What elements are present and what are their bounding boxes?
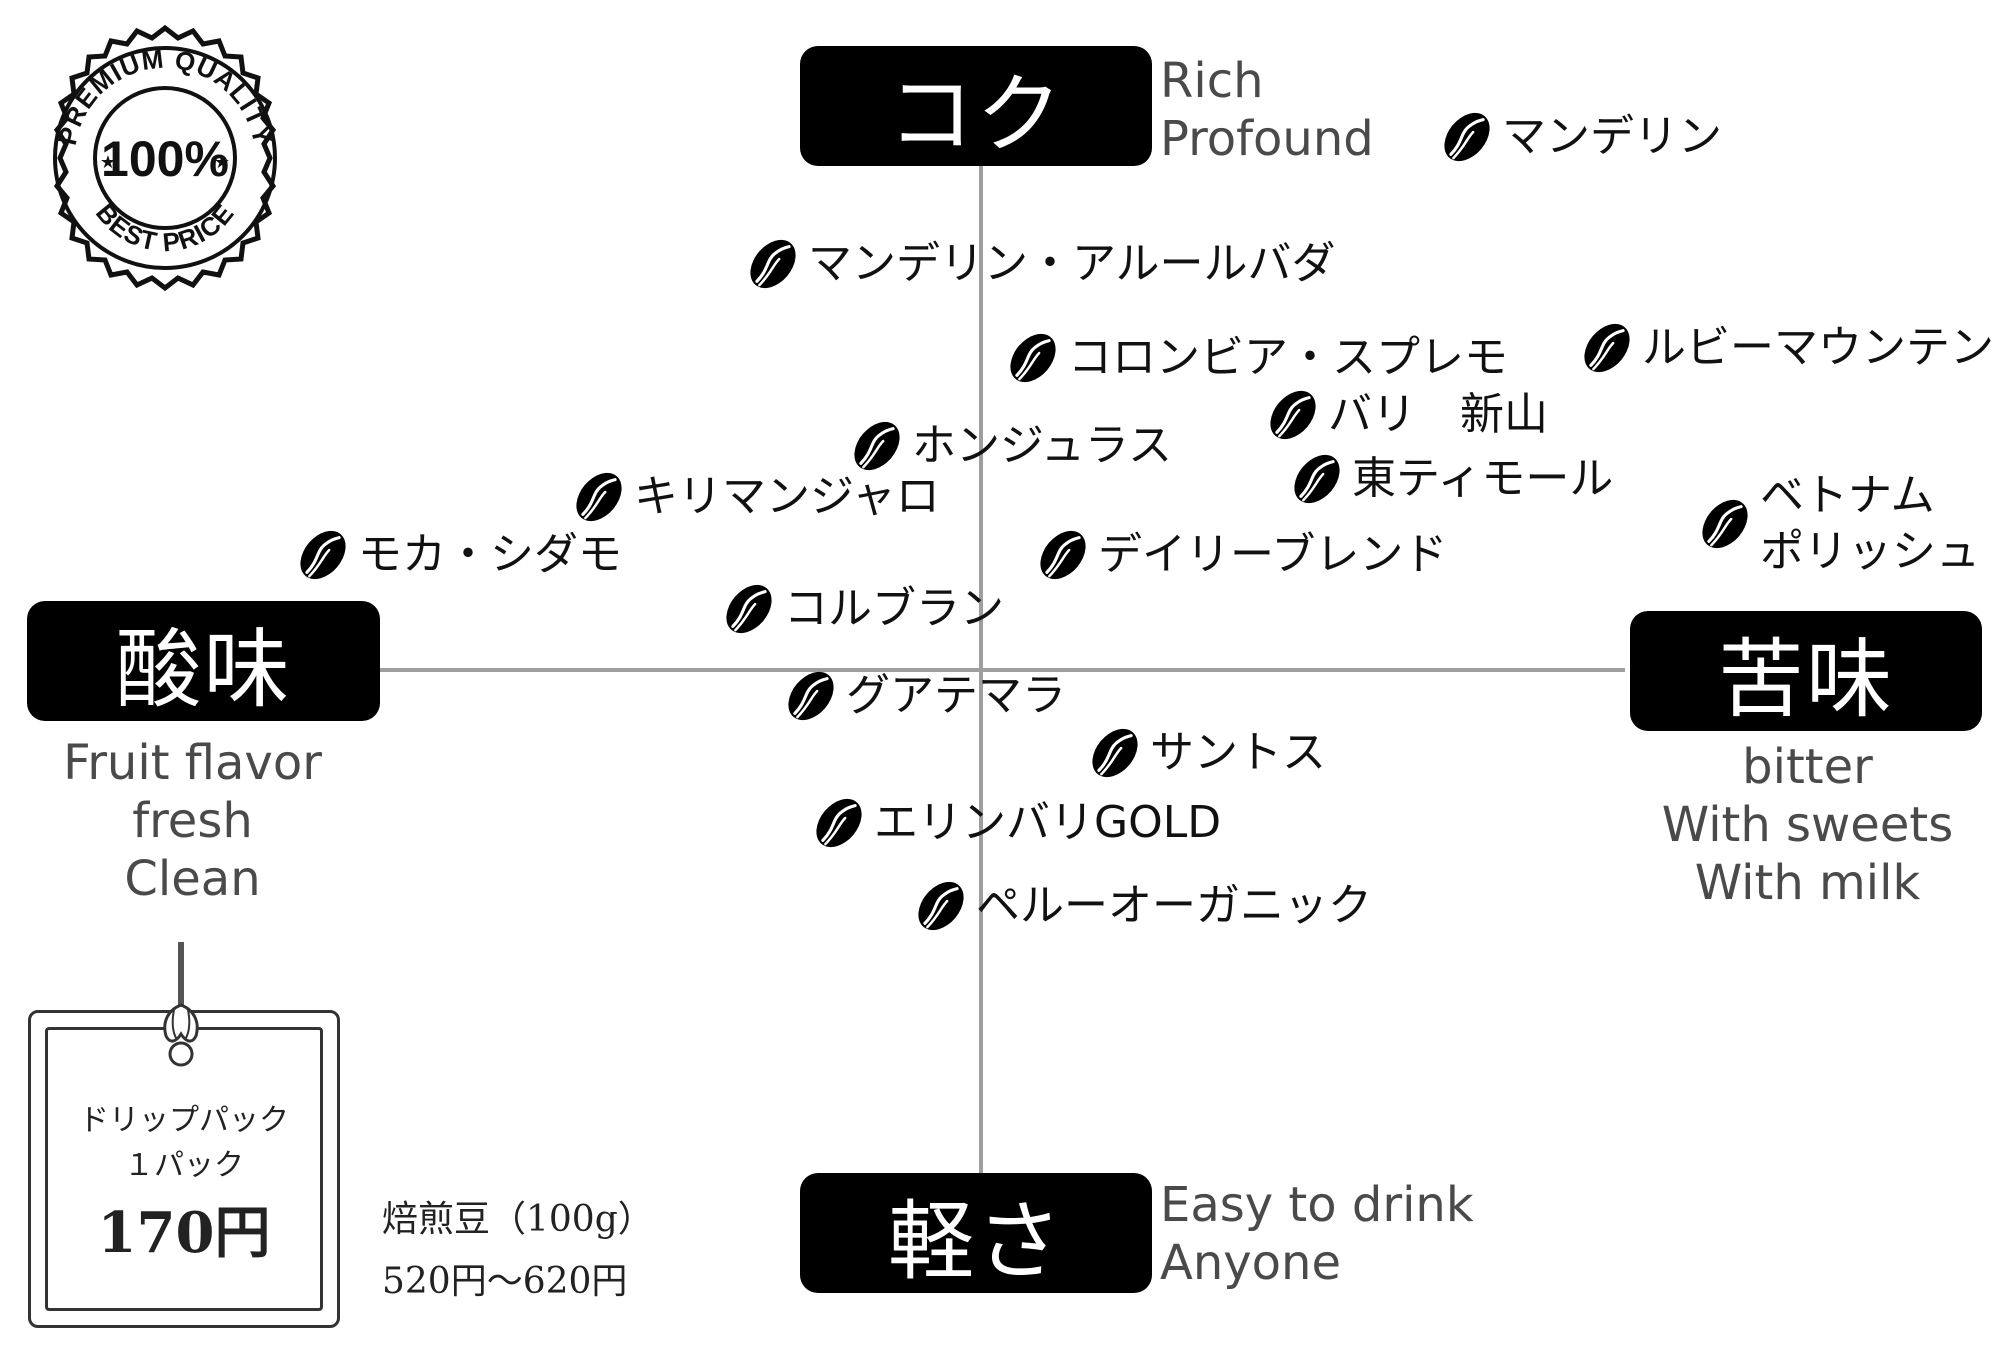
coffee-label: グアテマラ	[846, 670, 1066, 721]
coffee-label: モカ・シダモ	[358, 529, 622, 580]
coffee-bean-icon	[780, 665, 842, 727]
beans-price-label: 焙煎豆（100g）	[382, 1199, 654, 1240]
coffee-item-honduras: ホンジュラス	[846, 415, 1172, 477]
coffee-item-ruby-mountain: ルビーマウンテン	[1576, 317, 1994, 379]
axis-label-right: 苦味	[1630, 611, 1982, 731]
note-right-line-1: bitter	[1742, 739, 1873, 795]
coffee-bean-icon	[1032, 524, 1094, 586]
coffee-label: キリマンジャロ	[634, 471, 940, 522]
coffee-item-santos: サントス	[1084, 722, 1326, 784]
coffee-bean-icon	[910, 875, 972, 937]
svg-text:★: ★	[100, 152, 116, 173]
coffee-item-erinbari-gold: エリンバリGOLD	[808, 792, 1221, 854]
coffee-item-colombia-supremo: コロンビア・スプレモ	[1002, 327, 1508, 389]
coffee-item-mocha-sidamo: モカ・シダモ	[292, 524, 622, 586]
coffee-label: マンデリン・アルールバダ	[808, 238, 1336, 289]
coffee-bean-icon	[1002, 327, 1064, 389]
coffee-item-mandheling: マンデリン	[1436, 106, 1722, 168]
coffee-label: デイリーブレンド	[1098, 529, 1448, 580]
coffee-label: コロンビア・スプレモ	[1068, 332, 1508, 383]
quality-seal-icon: PREMIUM QUALITY BEST PRICE 100% ★ ★	[52, 24, 277, 292]
horizontal-axis	[380, 668, 1625, 672]
tag-line-2: １パック	[124, 1148, 244, 1183]
coffee-bean-icon	[1694, 493, 1756, 555]
coffee-bean-icon	[568, 466, 630, 528]
coffee-bean-icon	[808, 792, 870, 854]
svg-text:BEST PRICE: BEST PRICE	[90, 198, 240, 258]
tag-price: 170円	[97, 1200, 271, 1266]
note-bottom: Easy to drink Anyone	[1160, 1176, 1474, 1292]
coffee-label: エリンバリGOLD	[874, 797, 1222, 848]
seal-bottom-text: BEST PRICE	[90, 198, 239, 258]
note-bottom-line-2: Anyone	[1160, 1235, 1341, 1291]
coffee-label: コルブラン	[784, 583, 1004, 634]
note-top: Rich Profound	[1160, 52, 1374, 168]
note-left: Fruit flavor fresh Clean	[0, 734, 385, 908]
coffee-bean-icon	[742, 233, 804, 295]
svg-text:★: ★	[214, 152, 230, 173]
note-top-line-2: Profound	[1160, 111, 1374, 167]
note-right: bitter With sweets With milk	[1620, 738, 1995, 912]
seal-center-text: 100%	[101, 131, 229, 187]
coffee-item-bali: バリ 新山	[1262, 384, 1548, 446]
coffee-label: ポリッシュ	[1760, 526, 1980, 577]
coffee-bean-icon	[1576, 317, 1638, 379]
note-left-line-2: fresh	[132, 793, 253, 849]
coffee-label: ペルーオーガニック	[976, 880, 1372, 931]
coffee-bean-icon	[1286, 448, 1348, 510]
coffee-item-daily-blend: デイリーブレンド	[1032, 524, 1447, 586]
coffee-item-peru-organic: ペルーオーガニック	[910, 875, 1372, 937]
coffee-bean-icon	[1436, 106, 1498, 168]
note-top-line-1: Rich	[1160, 53, 1264, 109]
coffee-bean-icon	[292, 524, 354, 586]
axis-label-left: 酸味	[27, 601, 380, 721]
axis-label-top: コク	[800, 46, 1152, 166]
axis-label-bottom: 軽さ	[800, 1173, 1152, 1293]
coffee-label: ホンジュラス	[912, 420, 1173, 471]
note-right-line-3: With milk	[1694, 855, 1921, 911]
coffee-item-vietnam-polish: ベトナム ポリッシュ	[1694, 468, 1980, 580]
coffee-bean-icon	[1262, 384, 1324, 446]
coffee-label: ベトナム	[1760, 470, 1935, 521]
coffee-item-mandheling-alurbada: マンデリン・アルールバダ	[742, 233, 1336, 295]
coffee-item-east-timor: 東ティモール	[1286, 448, 1613, 510]
coffee-bean-icon	[1084, 722, 1146, 784]
note-left-line-1: Fruit flavor	[63, 735, 322, 791]
coffee-label: バリ 新山	[1328, 389, 1548, 440]
coffee-item-kilimanjaro: キリマンジャロ	[568, 466, 940, 528]
tag-line-1: ドリップパック	[79, 1103, 289, 1138]
coffee-label: マンデリン	[1502, 111, 1722, 162]
coffee-label: 東ティモール	[1352, 453, 1614, 504]
coffee-item-colbrun: コルブラン	[718, 578, 1004, 640]
beans-price-range: 520円〜620円	[382, 1261, 628, 1302]
coffee-bean-icon	[718, 578, 780, 640]
tag-knot-icon	[163, 1003, 199, 1067]
coffee-label: サントス	[1150, 727, 1326, 778]
tag-string	[178, 942, 184, 1010]
coffee-item-guatemala: グアテマラ	[780, 665, 1066, 727]
note-left-line-3: Clean	[124, 851, 261, 907]
note-right-line-2: With sweets	[1661, 797, 1954, 853]
coffee-label: ルビーマウンテン	[1642, 322, 1994, 373]
note-bottom-line-1: Easy to drink	[1160, 1177, 1474, 1233]
